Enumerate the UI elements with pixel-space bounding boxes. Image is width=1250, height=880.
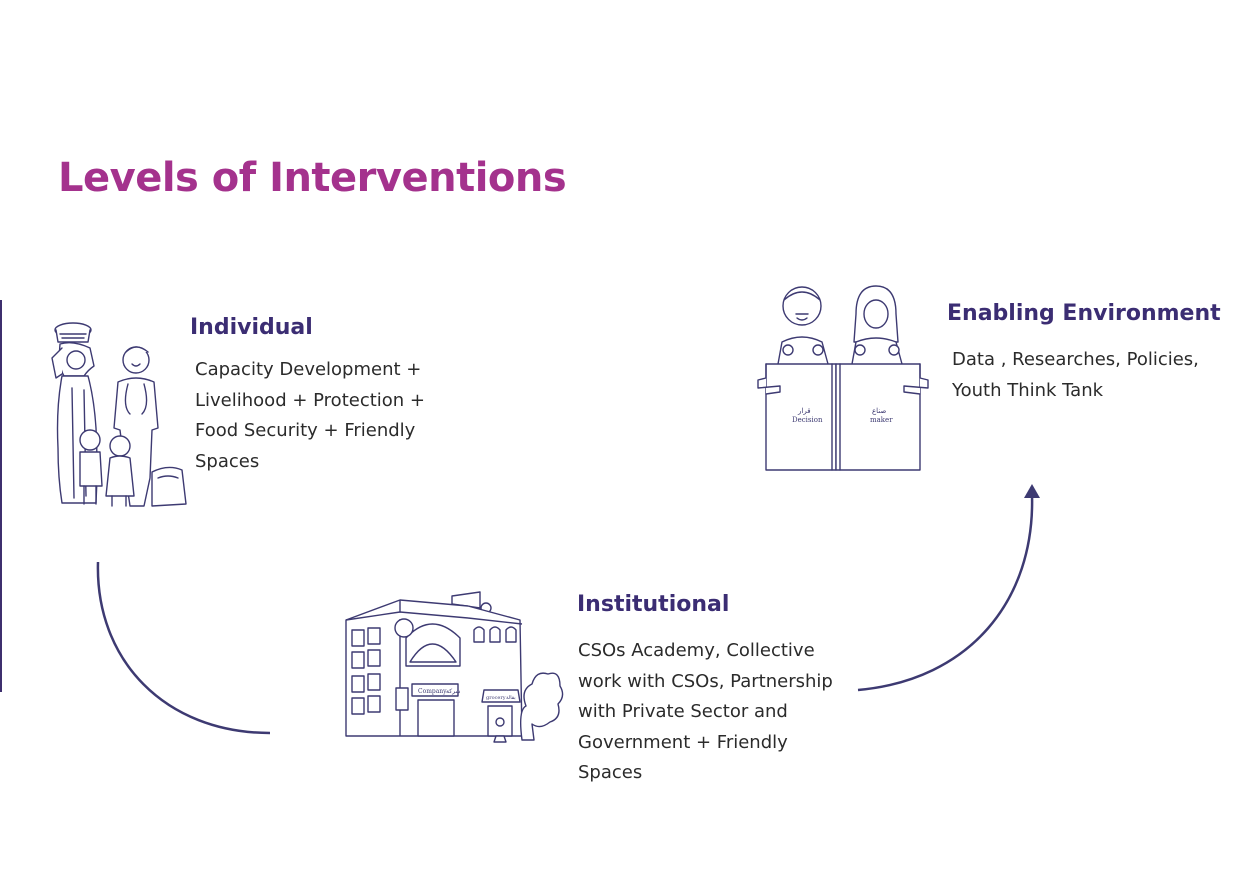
shop-sign-label: grocery <box>486 695 506 701</box>
institutional-description: CSOs Academy, Collective work with CSOs,… <box>578 640 833 783</box>
arrowhead-icon <box>1024 484 1040 498</box>
page-title: Levels of Interventions <box>58 155 567 201</box>
individual-description: Capacity Development + Livelihood + Prot… <box>195 359 426 472</box>
decision-makers-illustration: قرار Decision صناع maker <box>757 285 929 471</box>
individual-heading: Individual <box>190 315 313 340</box>
enabling-environment-description: Data , Researches, Policies, Youth Think… <box>952 349 1199 401</box>
book-label-maker-arabic: صناع <box>872 407 886 415</box>
family-illustration <box>51 322 187 507</box>
enabling-environment-heading: Enabling Environment <box>947 301 1221 326</box>
company-sign-label: Company <box>418 688 447 695</box>
shop-sign-arabic: بقالة <box>506 695 516 701</box>
company-sign-arabic: شركة <box>446 688 460 695</box>
building-illustration: Company شركة grocery بقالة <box>345 591 564 743</box>
book-label-decision-arabic: قرار <box>797 407 811 415</box>
institutional-heading: Institutional <box>577 592 730 617</box>
connector-individual-to-institutional <box>96 561 271 735</box>
book-label-decision: Decision <box>792 416 823 424</box>
book-label-maker: maker <box>870 416 893 424</box>
left-divider-line <box>0 300 2 692</box>
connector-institutional-to-enabling <box>857 494 1034 692</box>
